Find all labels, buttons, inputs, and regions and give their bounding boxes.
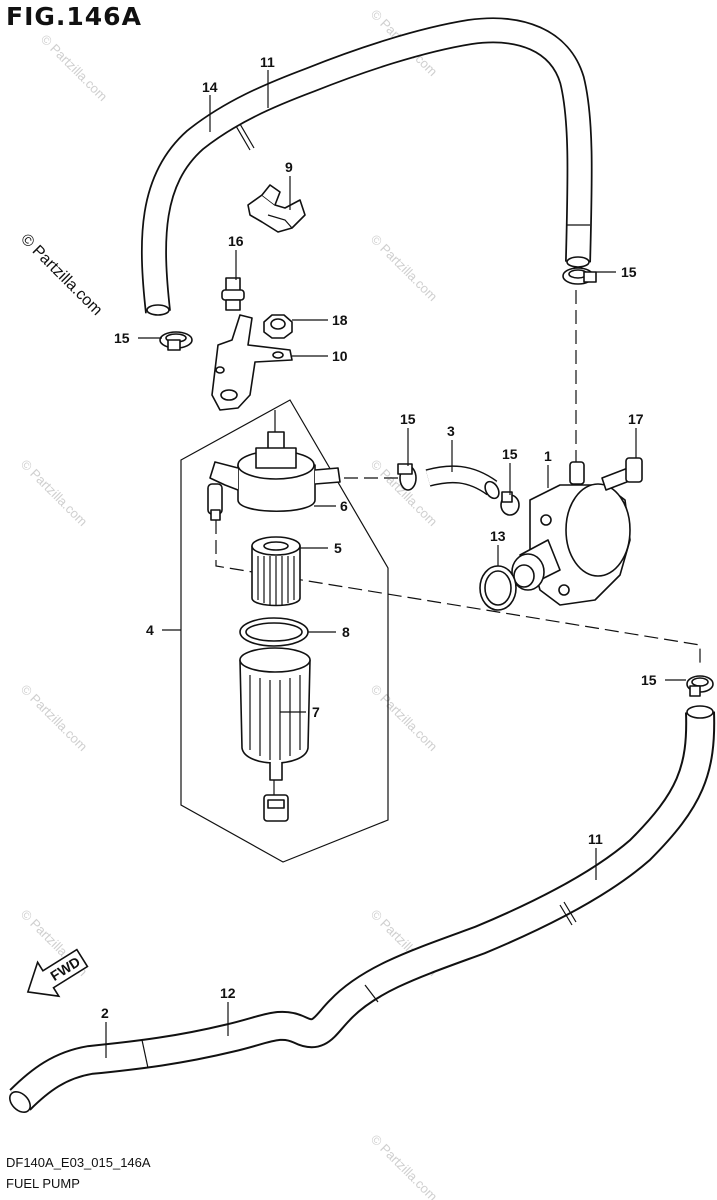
callout-15: 15 xyxy=(641,672,657,688)
lower-fuel-hose xyxy=(9,705,716,1113)
callout-11: 11 xyxy=(588,831,603,847)
callout-11: 11 xyxy=(260,54,275,70)
callout-18: 18 xyxy=(332,312,348,328)
diagram-name: FUEL PUMP xyxy=(6,1176,80,1191)
o-ring-8 xyxy=(239,617,309,647)
callout-14: 14 xyxy=(202,79,218,95)
callout-15: 15 xyxy=(621,264,637,280)
callout-labels: 14 11 9 16 15 18 10 15 15 3 15 1 17 6 13… xyxy=(101,54,657,1021)
callout-12: 12 xyxy=(220,985,236,1001)
watermarks: © Partzilla.com © Partzilla.com © Partzi… xyxy=(17,7,440,1200)
callout-13: 13 xyxy=(490,528,506,544)
clamp-15-lower-right xyxy=(686,675,714,697)
callout-16: 16 xyxy=(228,233,244,249)
callout-1: 1 xyxy=(544,448,552,464)
bracket-10 xyxy=(211,314,293,411)
filter-assembly-boundary xyxy=(180,399,389,863)
watermark-main: © Partzilla.com xyxy=(17,231,105,319)
hose-3 xyxy=(425,465,500,500)
watermark: © Partzilla.com xyxy=(368,1132,441,1200)
watermark: © Partzilla.com xyxy=(18,682,91,755)
callout-3: 3 xyxy=(447,423,455,439)
callout-15: 15 xyxy=(400,411,416,427)
clamp-15-pump xyxy=(500,491,520,516)
clamp-15-upper-right xyxy=(562,267,597,285)
callout-2: 2 xyxy=(101,1005,109,1021)
fuel-pump-1 xyxy=(511,461,631,606)
callout-9: 9 xyxy=(285,159,293,175)
callout-10: 10 xyxy=(332,348,348,364)
figure-title: FIG.146A xyxy=(6,2,142,31)
callout-8: 8 xyxy=(342,624,350,640)
filter-element-5 xyxy=(251,536,301,607)
leader-lines xyxy=(105,70,686,1058)
callout-6: 6 xyxy=(340,498,348,514)
clamp-15-left xyxy=(159,331,193,351)
callout-4: 4 xyxy=(146,622,154,638)
watermark: © Partzilla.com xyxy=(368,682,441,755)
callout-15: 15 xyxy=(114,330,130,346)
filter-bowl-7 xyxy=(239,647,311,822)
upper-fuel-hose xyxy=(140,17,593,316)
filter-head-6 xyxy=(207,431,341,521)
watermark: © Partzilla.com xyxy=(18,457,91,530)
diagram-code: DF140A_E03_015_146A xyxy=(6,1155,151,1170)
guide-line xyxy=(215,520,701,668)
callout-5: 5 xyxy=(334,540,342,556)
o-ring-13 xyxy=(479,565,517,611)
callout-7: 7 xyxy=(312,704,320,720)
nut-18 xyxy=(263,314,293,339)
hose-clip-9 xyxy=(247,184,306,233)
bolt-17 xyxy=(601,457,643,491)
watermark: © Partzilla.com xyxy=(368,232,441,305)
bolt-16 xyxy=(221,277,245,311)
callout-15: 15 xyxy=(502,446,518,462)
callout-17: 17 xyxy=(628,411,644,427)
watermark: © Partzilla.com xyxy=(38,32,111,105)
